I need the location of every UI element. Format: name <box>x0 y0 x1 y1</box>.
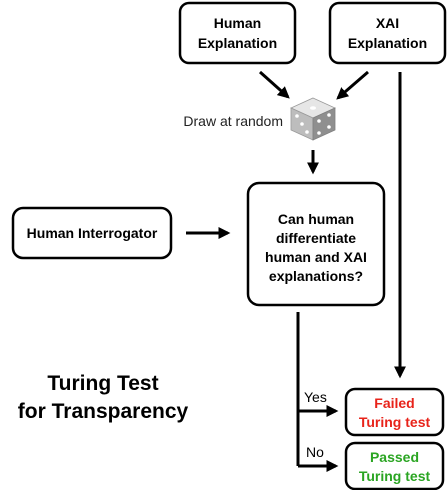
human-explanation-line-1: Human <box>214 15 261 31</box>
question-line-1: Can human <box>278 211 354 227</box>
xai-explanation-node: XAI Explanation <box>328 1 447 65</box>
interrogator-label: Human Interrogator <box>27 225 158 241</box>
xai-explanation-line-1: XAI <box>376 15 399 31</box>
interrogator-node: Human Interrogator <box>11 206 173 260</box>
failed-node: Failed Turing test <box>344 387 445 437</box>
yes-label: Yes <box>304 389 327 405</box>
failed-line-1: Failed <box>374 395 414 411</box>
human-explanation-line-2: Explanation <box>198 35 277 51</box>
question-line-3: human and XAI <box>265 249 367 265</box>
draw-at-random-label: Draw at random <box>183 113 283 129</box>
question-line-2: differentiate <box>276 230 356 246</box>
arrow-human-to-die <box>259 70 290 99</box>
passed-line-1: Passed <box>370 449 419 465</box>
question-node: Can human differentiate human and XAI ex… <box>246 181 386 307</box>
title-line-1: Turing Test <box>47 372 158 395</box>
xai-explanation-line-2: Explanation <box>348 35 427 51</box>
question-line-4: explanations? <box>269 268 363 284</box>
human-explanation-node: Human Explanation <box>178 1 297 65</box>
no-label: No <box>306 444 324 460</box>
title-line-2: for Transparency <box>18 400 189 423</box>
passed-line-2: Turing test <box>359 468 431 484</box>
dice-icon <box>290 97 336 141</box>
arrow-xai-to-die <box>336 70 369 100</box>
failed-line-2: Turing test <box>359 414 431 430</box>
passed-node: Passed Turing test <box>344 441 445 490</box>
